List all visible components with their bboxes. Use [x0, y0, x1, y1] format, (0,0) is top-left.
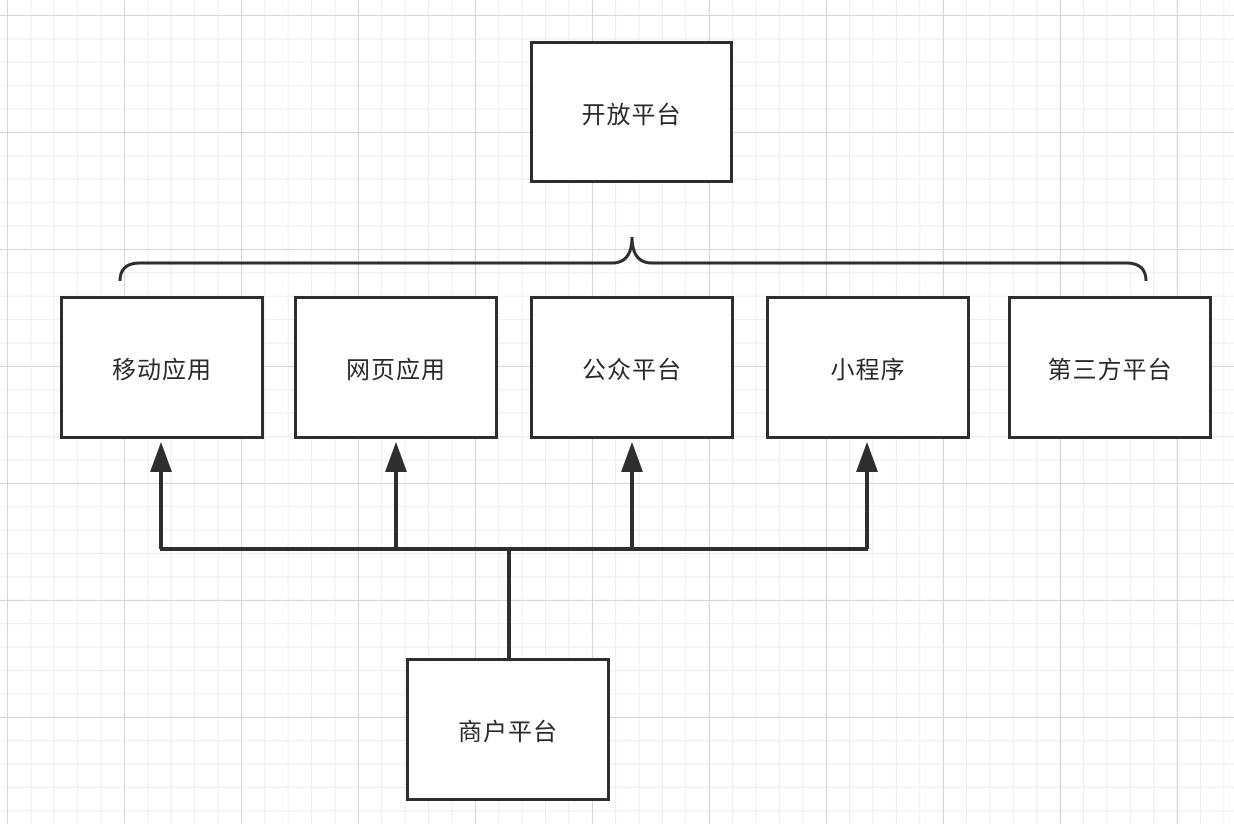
arrowhead-mini-program: [856, 442, 878, 472]
node-mini-program: 小程序: [766, 296, 970, 439]
node-label: 小程序: [830, 356, 906, 384]
node-label: 网页应用: [346, 356, 446, 384]
arrowhead-official-account: [621, 442, 643, 472]
node-label: 开放平台: [581, 100, 682, 129]
arrowhead-web-app: [385, 442, 407, 472]
node-merchant-platform: 商户平台: [406, 658, 610, 801]
node-mobile-app: 移动应用: [60, 296, 264, 439]
arrowhead-mobile-app: [150, 442, 172, 472]
node-open-platform: 开放平台: [530, 41, 733, 183]
node-official-account: 公众平台: [530, 296, 734, 439]
node-label: 移动应用: [112, 356, 212, 384]
node-third-party-platform: 第三方平台: [1008, 296, 1212, 439]
node-web-app: 网页应用: [294, 296, 498, 439]
node-label: 第三方平台: [1047, 356, 1173, 384]
node-label: 公众平台: [582, 356, 682, 384]
group-brace: [118, 236, 1148, 282]
node-label: 商户平台: [458, 718, 558, 746]
